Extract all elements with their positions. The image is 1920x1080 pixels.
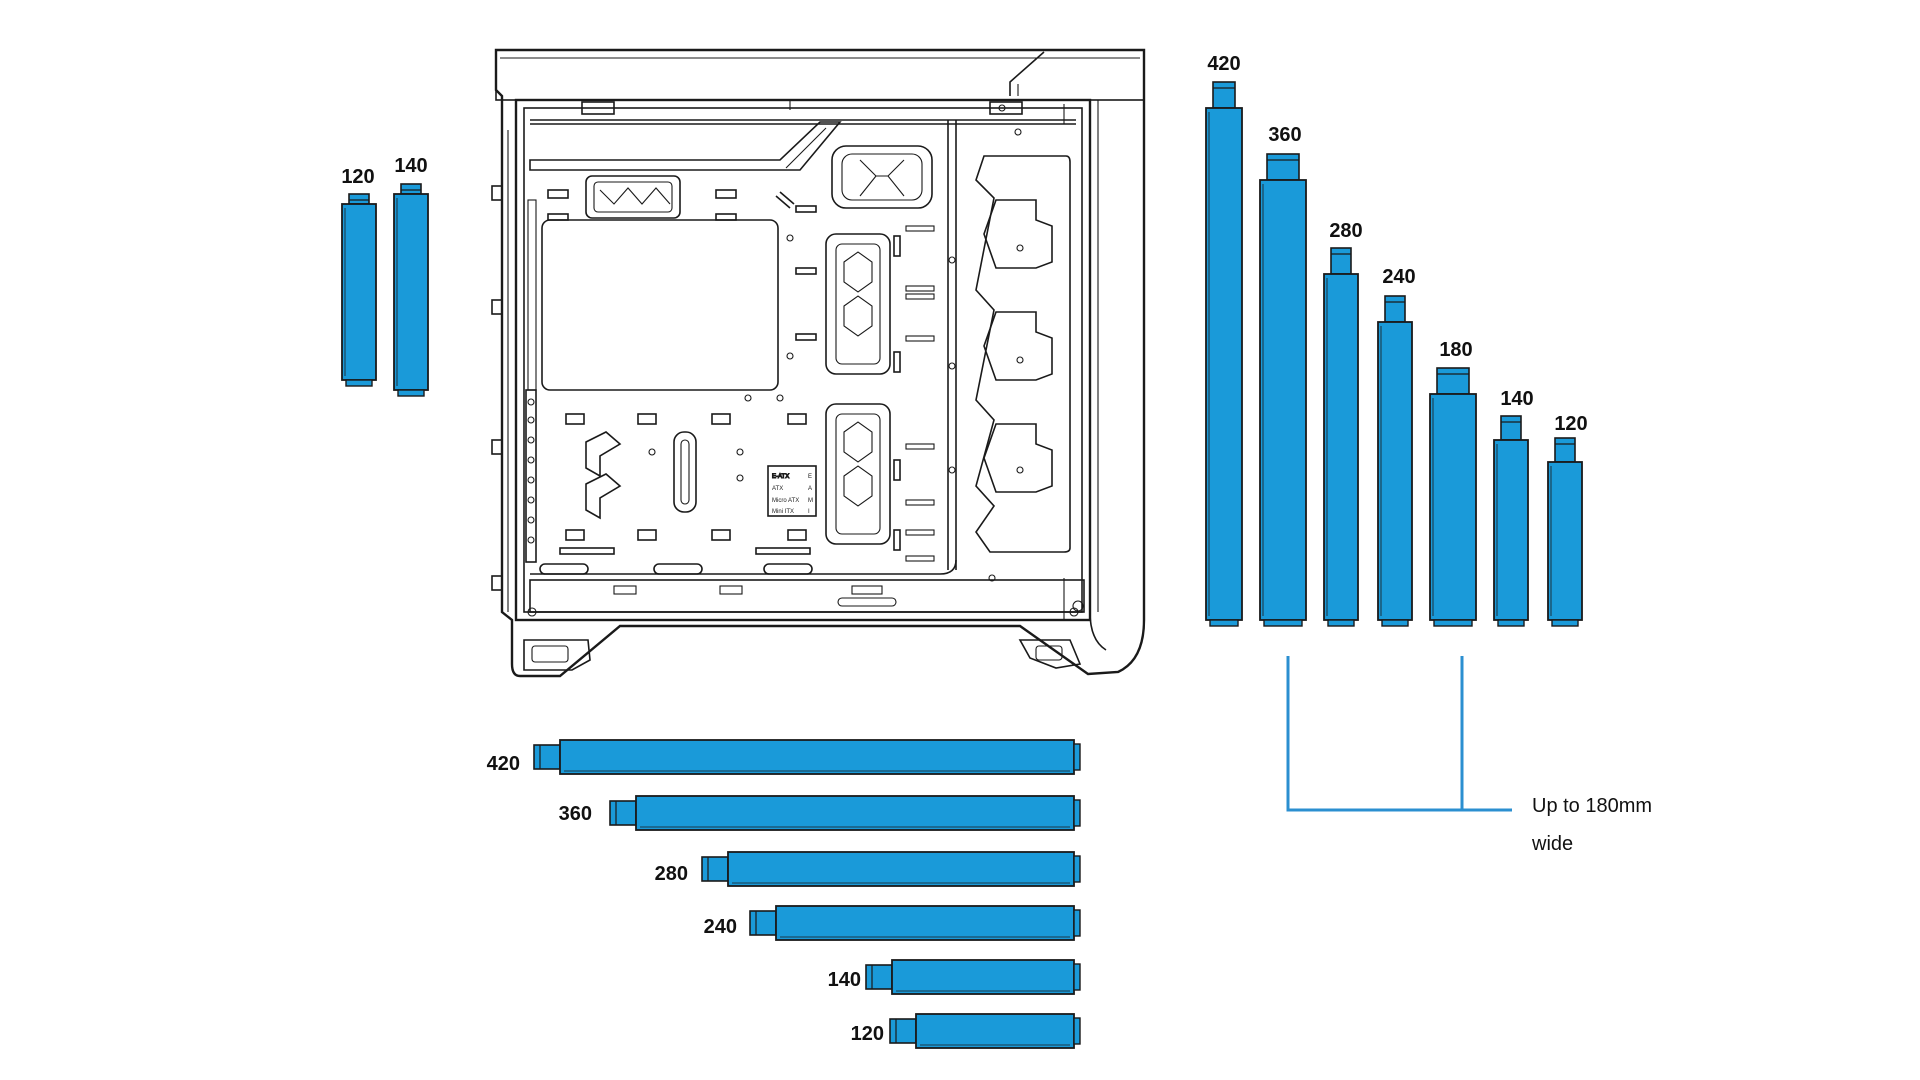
pc-case-drawing: E-ATX ATX Micro ATX Mini ITX E A M I bbox=[491, 48, 1146, 678]
front-radiator-180 bbox=[1429, 367, 1477, 627]
front-rad-label-240: 240 bbox=[1382, 266, 1415, 288]
max-width-note-line1: Up to 180mm bbox=[1532, 795, 1652, 817]
side-mount-radiators bbox=[341, 183, 429, 397]
front-rad-label-180: 180 bbox=[1439, 339, 1472, 361]
bottom-rad-label-280: 280 bbox=[655, 863, 688, 885]
front-radiator-240 bbox=[1377, 295, 1413, 627]
front-radiator-420 bbox=[1205, 81, 1243, 627]
side-rad-label-120: 120 bbox=[341, 166, 374, 188]
board-mark-a: A bbox=[808, 486, 812, 492]
side-radiator-140 bbox=[393, 183, 429, 397]
bottom-rad-label-140: 140 bbox=[828, 969, 861, 991]
max-width-note-line2: wide bbox=[1531, 833, 1573, 855]
front-mount-radiators bbox=[1205, 81, 1583, 627]
bottom-rad-label-120: 120 bbox=[851, 1023, 884, 1045]
board-mark-i: I bbox=[808, 509, 810, 515]
front-rad-label-360: 360 bbox=[1268, 124, 1301, 146]
front-rad-label-140: 140 bbox=[1500, 388, 1533, 410]
board-label-matx: Micro ATX bbox=[772, 498, 799, 504]
bottom-radiator-240 bbox=[749, 905, 1081, 941]
bottom-rad-label-420: 420 bbox=[487, 753, 520, 775]
bottom-radiator-360 bbox=[609, 795, 1081, 831]
board-mark-m: M bbox=[808, 498, 813, 504]
board-mark-e: E bbox=[808, 474, 812, 480]
board-label-itx: Mini ITX bbox=[772, 509, 794, 515]
max-width-bracket bbox=[1286, 656, 1512, 812]
bottom-radiator-140 bbox=[865, 959, 1081, 995]
front-radiator-280 bbox=[1323, 247, 1359, 627]
bottom-radiator-420 bbox=[533, 739, 1081, 775]
board-label-eatx: E-ATX bbox=[772, 474, 789, 480]
bottom-radiator-280 bbox=[701, 851, 1081, 887]
side-rad-label-140: 140 bbox=[394, 155, 427, 177]
bottom-mount-radiators bbox=[533, 739, 1081, 1049]
front-radiator-120 bbox=[1547, 437, 1583, 627]
side-radiator-120 bbox=[341, 193, 377, 387]
bottom-rad-label-240: 240 bbox=[704, 916, 737, 938]
front-rad-label-420: 420 bbox=[1207, 53, 1240, 75]
front-radiator-360 bbox=[1259, 153, 1307, 627]
bottom-radiator-120 bbox=[889, 1013, 1081, 1049]
bottom-rad-label-360: 360 bbox=[559, 803, 592, 825]
front-radiator-140 bbox=[1493, 415, 1529, 627]
front-rad-label-120: 120 bbox=[1554, 413, 1587, 435]
board-label-atx: ATX bbox=[772, 486, 783, 492]
front-rad-label-280: 280 bbox=[1329, 220, 1362, 242]
